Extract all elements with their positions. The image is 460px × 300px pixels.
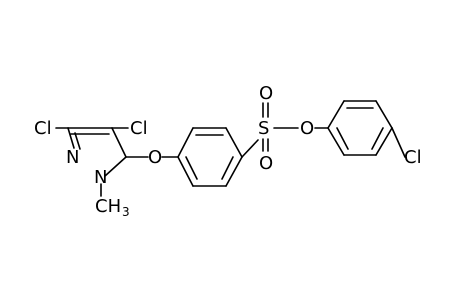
atom-label-cl-top: Cl xyxy=(130,118,148,139)
bond-benzene2-cl xyxy=(391,127,406,158)
atom-label-o-sulfonyl-top: O xyxy=(259,83,273,104)
benzene1-bond-1 xyxy=(177,127,194,158)
benzene1-bond-3 xyxy=(225,127,243,158)
atom-label-n2: N xyxy=(66,147,79,168)
benzene2-bond-1 xyxy=(327,100,345,129)
bond-benzene1-s xyxy=(241,139,259,158)
atom-label-cl-right: Cl xyxy=(404,147,422,168)
benzene2-bond-6 xyxy=(327,127,345,156)
benzene1-inner-2 xyxy=(221,156,234,180)
benzene1-inner-3 xyxy=(185,156,198,180)
bond-lines xyxy=(55,100,406,197)
atom-label-cl-left: Cl xyxy=(34,118,52,139)
bond-c5-n1 xyxy=(104,156,127,177)
benzene1-bond-4 xyxy=(225,156,243,187)
benzene2-bond-4 xyxy=(375,127,393,156)
benzene1-bond-6 xyxy=(177,156,194,187)
benzene2-inner-3 xyxy=(336,127,349,150)
atom-label-o-ether: O xyxy=(148,147,162,168)
atom-labels: Cl Cl N N CH 3 O S O O O Cl xyxy=(34,83,422,219)
bond-n2-c3-double xyxy=(74,132,81,150)
atom-label-methyl: CH xyxy=(95,196,121,217)
bond-c4-c5 xyxy=(111,127,127,158)
atom-label-o-ester: O xyxy=(300,118,314,139)
bond-n2-c3 xyxy=(67,127,75,149)
atom-label-o-sulfonyl-bottom: O xyxy=(259,153,273,174)
atom-label-n1: N xyxy=(94,167,107,188)
atom-label-methyl-subscript: 3 xyxy=(122,205,130,219)
benzene2-inner-2 xyxy=(371,127,384,150)
benzene2-bond-3 xyxy=(375,100,393,129)
atom-label-s: S xyxy=(258,118,269,139)
